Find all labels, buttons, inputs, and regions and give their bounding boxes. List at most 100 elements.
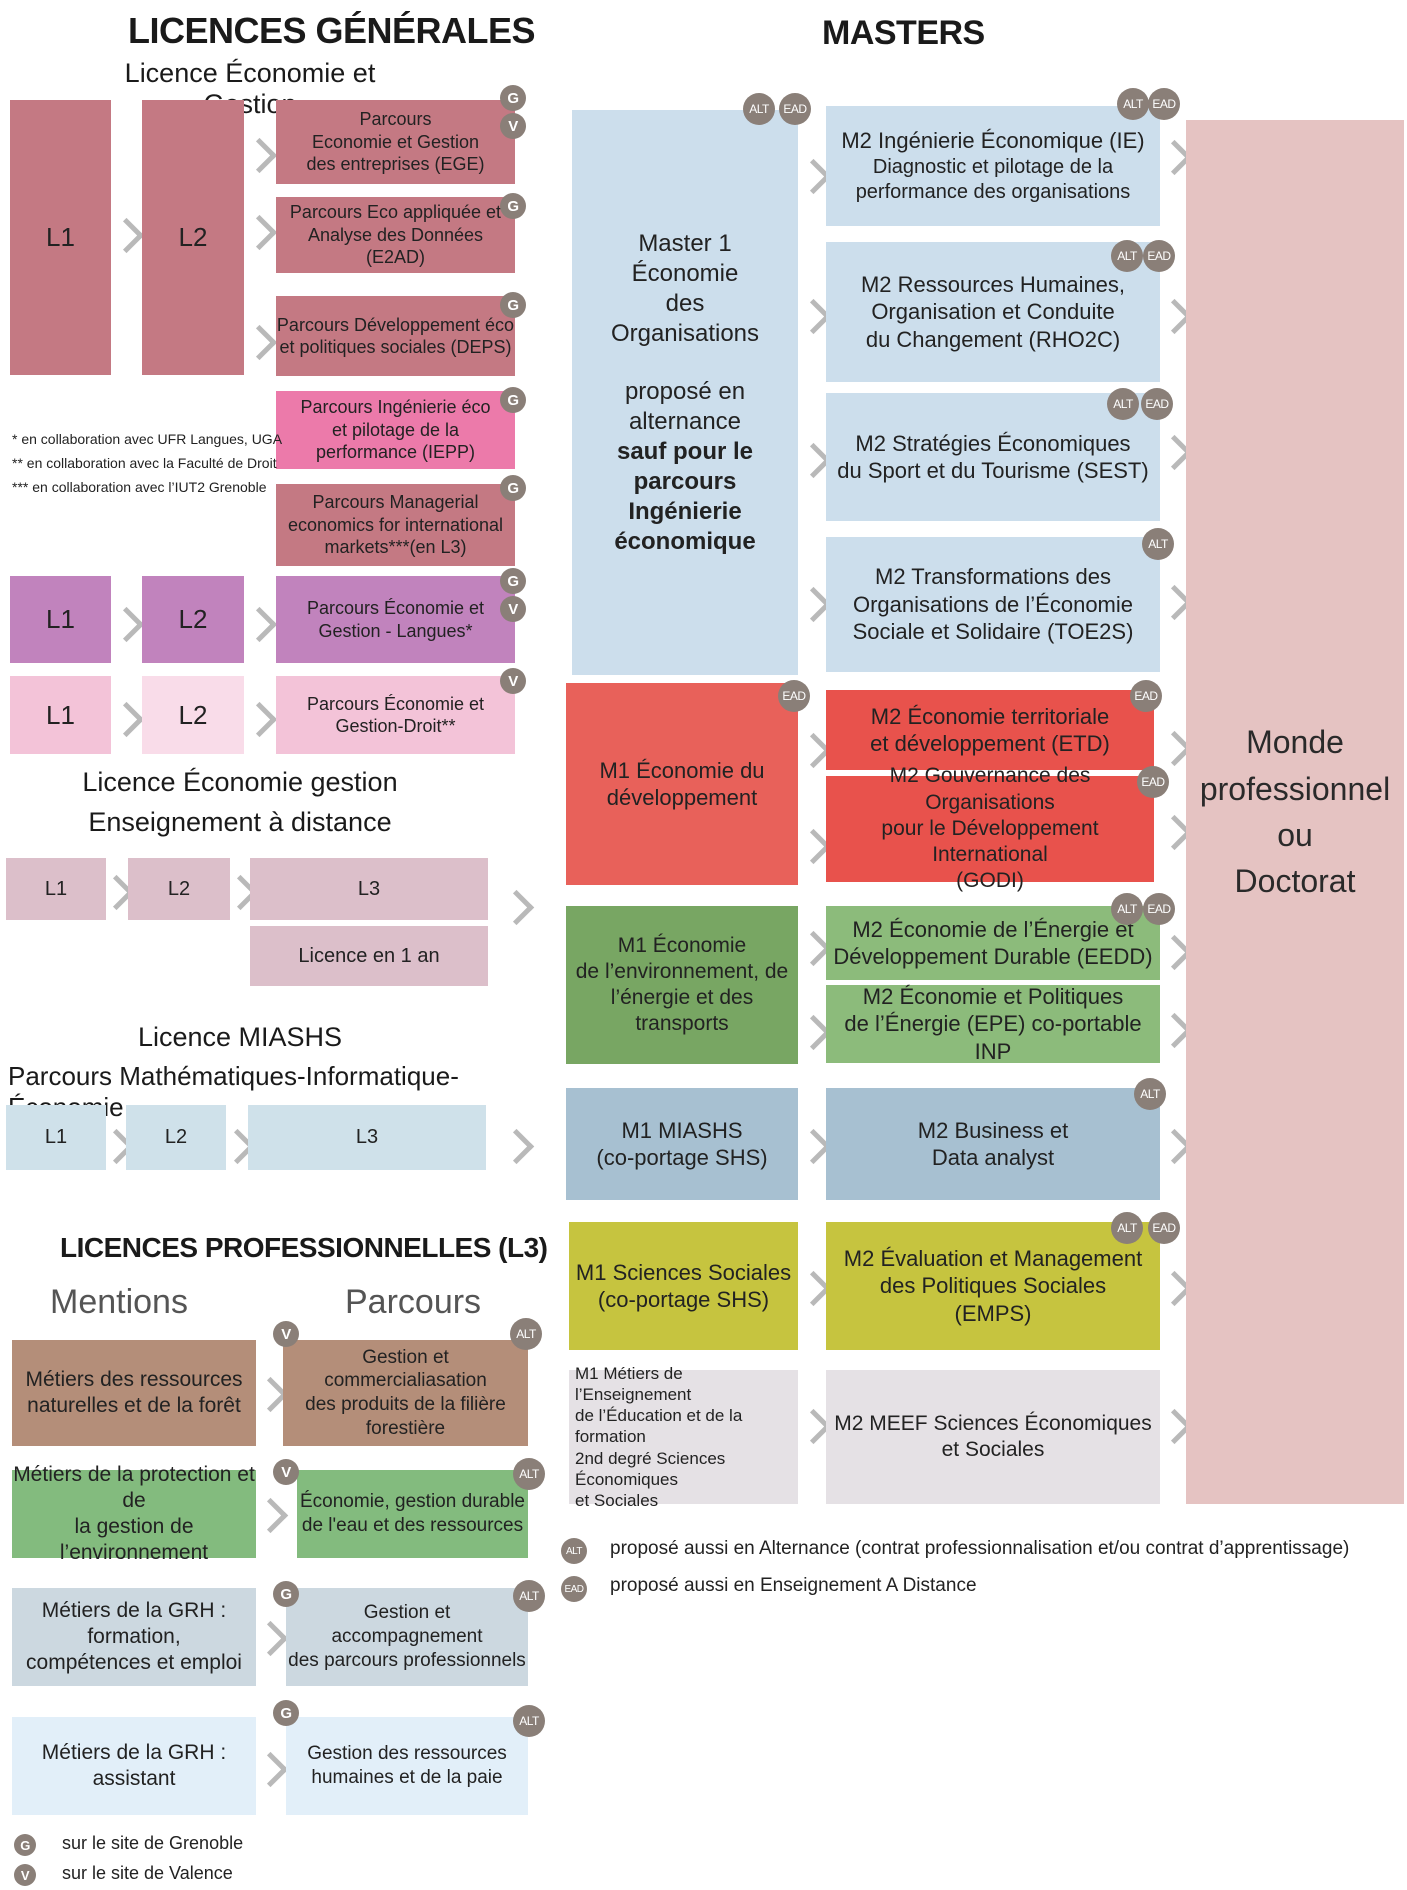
m2-ie[interactable]: M2 Ingénierie Économique (IE) Diagnostic…: [826, 106, 1160, 226]
l2-label: L2: [178, 604, 208, 635]
text-line: Métiers de la protection et de: [13, 1462, 255, 1512]
alt-badge-icon: ALT: [513, 1705, 545, 1737]
licence-1an-box[interactable]: Licence en 1 an: [250, 926, 488, 986]
ead-badge-icon: EAD: [1130, 680, 1162, 712]
text-line: M2 Ingénierie Économique (IE): [841, 128, 1145, 154]
m1-miashs[interactable]: M1 MIASHS (co-portage SHS): [566, 1088, 798, 1200]
text-line: Diagnostic et pilotage de la: [872, 155, 1114, 178]
text-line: Parcours Ingénierie éco: [300, 397, 491, 418]
parcours-ege[interactable]: Parcours Economie et Gestion des entrepr…: [276, 100, 515, 184]
alt-badge-icon: ALT: [561, 1538, 587, 1564]
alt-badge-icon: ALT: [1117, 88, 1149, 120]
l1-box-ead[interactable]: L1: [6, 858, 106, 920]
note-1: * en collaboration avec UFR Langues, UGA: [12, 431, 283, 447]
text-line: Gestion et commercialiasation: [324, 1346, 487, 1392]
m1-economie-organisations[interactable]: Master 1 Économie des Organisations prop…: [572, 110, 798, 675]
m2-eedd[interactable]: M2 Économie de l’Énergie et Développemen…: [826, 906, 1160, 980]
m2-meef[interactable]: M2 MEEF Sciences Économiques et Sociales: [826, 1370, 1160, 1504]
text-line: Ingénierie: [628, 497, 742, 525]
l3-label: L3: [357, 877, 381, 900]
l3-box-ead[interactable]: L3: [250, 858, 488, 920]
parcours-deps[interactable]: Parcours Développement éco et politiques…: [276, 296, 515, 376]
parcours-managerial[interactable]: Parcours Managerial economics for intern…: [276, 484, 515, 566]
parcours-grh-assistant[interactable]: Gestion des ressources humaines et de la…: [286, 1717, 528, 1815]
text-line: Master 1: [638, 229, 732, 257]
text-line: M2 Stratégies Économiques: [855, 430, 1131, 456]
m2-emps[interactable]: M2 Évaluation et Management des Politiqu…: [826, 1222, 1160, 1350]
text-line: (co-portage SHS): [596, 1145, 768, 1170]
parcours-e2ad[interactable]: Parcours Eco appliquée et Analyse des Do…: [276, 197, 515, 273]
parcours-iepp[interactable]: Parcours Ingénierie éco et pilotage de l…: [276, 391, 515, 469]
text-line: et développement (ETD): [870, 731, 1110, 756]
text-line: Économie, gestion durable: [300, 1491, 525, 1513]
licence-1an-label: Licence en 1 an: [298, 944, 440, 967]
l2-box-langues[interactable]: L2: [142, 576, 244, 663]
l2-box-droit[interactable]: L2: [142, 676, 244, 754]
ead-badge-icon: EAD: [1148, 88, 1180, 120]
licence-ead-subtitle: Enseignement à distance: [88, 807, 392, 837]
text-line: du Sport et du Tourisme (SEST): [837, 458, 1149, 483]
text-line: Parcours Économie et: [306, 598, 485, 618]
text-line: (GODI): [956, 869, 1024, 893]
l1-label: L1: [46, 604, 75, 635]
g-badge-icon: G: [500, 475, 526, 501]
text-line: M1 Économie: [617, 933, 747, 957]
l1-box-eg[interactable]: L1: [10, 100, 111, 375]
m2-toe2s[interactable]: M2 Transformations des Organisations de …: [826, 537, 1160, 672]
text-line: Métiers de la GRH : formation,: [41, 1598, 227, 1648]
l2-box-ead[interactable]: L2: [128, 858, 230, 920]
l1-box-droit[interactable]: L1: [10, 676, 111, 754]
m1-meef[interactable]: M1 Métiers de l’Enseignement de l’Éducat…: [569, 1364, 798, 1510]
parcours-grh[interactable]: Gestion et accompagnement des parcours p…: [286, 1588, 528, 1686]
v-badge-icon: V: [14, 1864, 36, 1886]
parcours-env[interactable]: Économie, gestion durable de l'eau et de…: [297, 1470, 528, 1558]
parcours-header: Parcours: [345, 1283, 482, 1321]
m2-etd[interactable]: M2 Économie territoriale et développemen…: [826, 690, 1154, 770]
ead-badge-icon: EAD: [1143, 240, 1175, 272]
m1-environnement[interactable]: M1 Économie de l’environnement, de l’éne…: [566, 906, 798, 1064]
parcours-langues[interactable]: Parcours Économie et Gestion - Langues*: [276, 576, 515, 663]
m1-sciences-sociales[interactable]: M1 Sciences Sociales (co-portage SHS): [569, 1222, 798, 1350]
text-line: Organisation et Conduite: [871, 299, 1115, 325]
m2-epe[interactable]: M2 Économie et Politiques de l’Énergie (…: [826, 983, 1160, 1064]
text-line: M2 Business et: [917, 1117, 1069, 1143]
text-line: Organisations de l’Économie: [852, 591, 1134, 617]
parcours-droit[interactable]: Parcours Économie et Gestion-Droit**: [276, 676, 515, 754]
monde-professionnel-doctorat[interactable]: Monde professionnel ou Doctorat: [1186, 120, 1404, 1504]
text-line: M2 Économie et Politiques: [862, 983, 1124, 1009]
legend-ead: proposé aussi en Enseignement A Distance: [610, 1575, 977, 1596]
text-line: M1 MIASHS: [621, 1117, 743, 1143]
mention-env[interactable]: Métiers de la protection et de la gestio…: [12, 1463, 256, 1564]
l2-box-eg[interactable]: L2: [142, 100, 244, 375]
note-2: ** en collaboration avec la Faculté de D…: [12, 455, 277, 471]
l1-box-langues[interactable]: L1: [10, 576, 111, 663]
mention-grh-assistant[interactable]: Métiers de la GRH : assistant: [12, 1717, 256, 1815]
m2-sest[interactable]: M2 Stratégies Économiques du Sport et du…: [826, 393, 1160, 521]
l2-label: L2: [167, 877, 191, 900]
text-line: naturelles et de la forêt: [27, 1394, 241, 1417]
mention-grh[interactable]: Métiers de la GRH : formation, compétenc…: [12, 1588, 256, 1686]
text-line: pour le Développement International: [881, 816, 1099, 867]
text-line: 2nd degré Sciences Économiques: [575, 1448, 726, 1489]
text-line: alternance: [628, 407, 742, 435]
mention-forets[interactable]: Métiers des ressources naturelles et de …: [12, 1340, 256, 1446]
m2-godi[interactable]: M2 Gouvernance des Organisations pour le…: [826, 764, 1154, 892]
parcours-forets[interactable]: Gestion et commercialiasation des produi…: [283, 1340, 528, 1446]
text-line: humaines et de la paie: [311, 1767, 503, 1788]
l1-box-miashs[interactable]: L1: [6, 1105, 106, 1170]
l2-box-miashs[interactable]: L2: [126, 1105, 226, 1170]
m2-business-data[interactable]: M2 Business et Data analyst: [826, 1088, 1160, 1200]
m1-developpement[interactable]: M1 Économie du développement: [566, 683, 798, 885]
text-line: et Sociales: [575, 1491, 659, 1511]
licences-generales-title: LICENCES GÉNÉRALES: [128, 10, 536, 51]
text-line: des entreprises (EGE): [306, 154, 485, 175]
m2-rho2c[interactable]: M2 Ressources Humaines, Organisation et …: [826, 242, 1160, 382]
text-line: ou: [1277, 817, 1313, 853]
l3-label: L3: [355, 1126, 379, 1148]
l2-label: L2: [178, 699, 208, 730]
ead-badge-icon: EAD: [779, 93, 811, 125]
text-line: des: [665, 289, 705, 317]
l3-box-miashs[interactable]: L3: [248, 1105, 486, 1170]
l2-label: L2: [164, 1126, 188, 1148]
text-line: et pilotage de la: [331, 419, 460, 440]
